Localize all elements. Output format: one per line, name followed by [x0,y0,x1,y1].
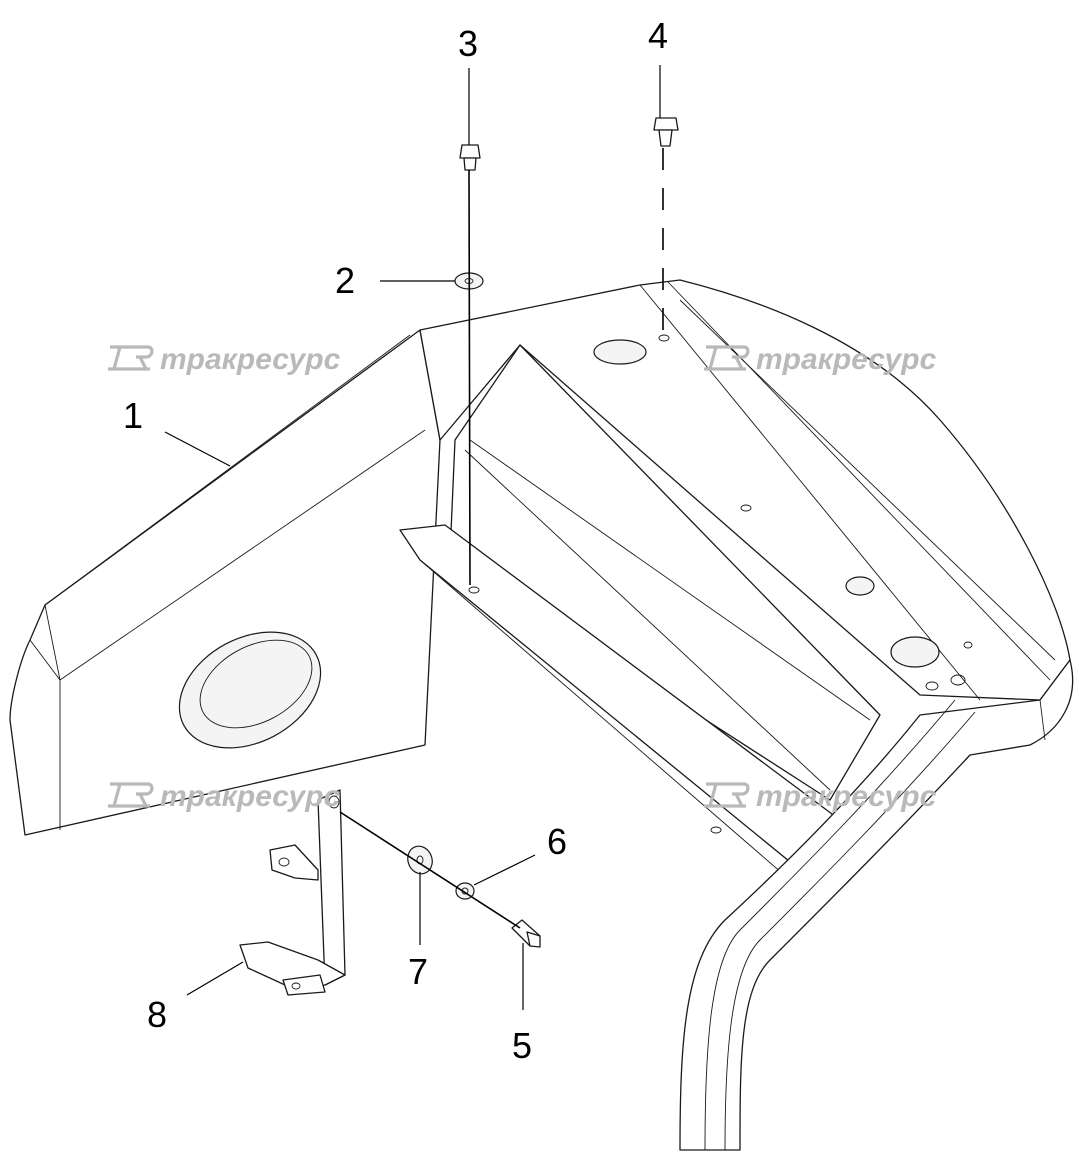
watermark-text: тракресурс [160,780,341,813]
watermark-bottom-left: тракресурс [108,780,341,813]
callout-4: 4 [648,15,668,56]
assembly-axis-bolt-5 [339,811,521,929]
watermark-text: тракресурс [756,780,937,813]
watermark-top-left: тракресурс [108,343,341,376]
bolt-part-5 [511,919,541,948]
callout-6: 6 [547,821,567,862]
callout-3: 3 [458,23,478,64]
callout-1: 1 [123,395,143,436]
tr-logo-icon [108,345,154,371]
leader-1 [164,431,231,467]
leader-6 [473,854,536,886]
callout-2: 2 [335,260,355,301]
callout-7: 7 [408,951,428,992]
watermark-text: тракресурс [160,343,341,376]
assembly-axis-bolt-3 [468,169,471,586]
watermark-top-right: тракресурс [704,343,937,376]
callout-8: 8 [147,994,167,1035]
bolt-part-3 [459,144,481,171]
hood-panel-part-1 [9,279,1074,1151]
callout-5: 5 [512,1025,532,1066]
leader-8 [186,961,244,996]
tr-logo-icon [108,782,154,808]
watermark-text: тракресурс [756,343,937,376]
tr-logo-icon [704,782,750,808]
bolt-part-4 [653,117,679,147]
bracket-part-8 [239,789,346,996]
tr-logo-icon [704,345,750,371]
watermark-bottom-right: тракресурс [704,780,937,813]
